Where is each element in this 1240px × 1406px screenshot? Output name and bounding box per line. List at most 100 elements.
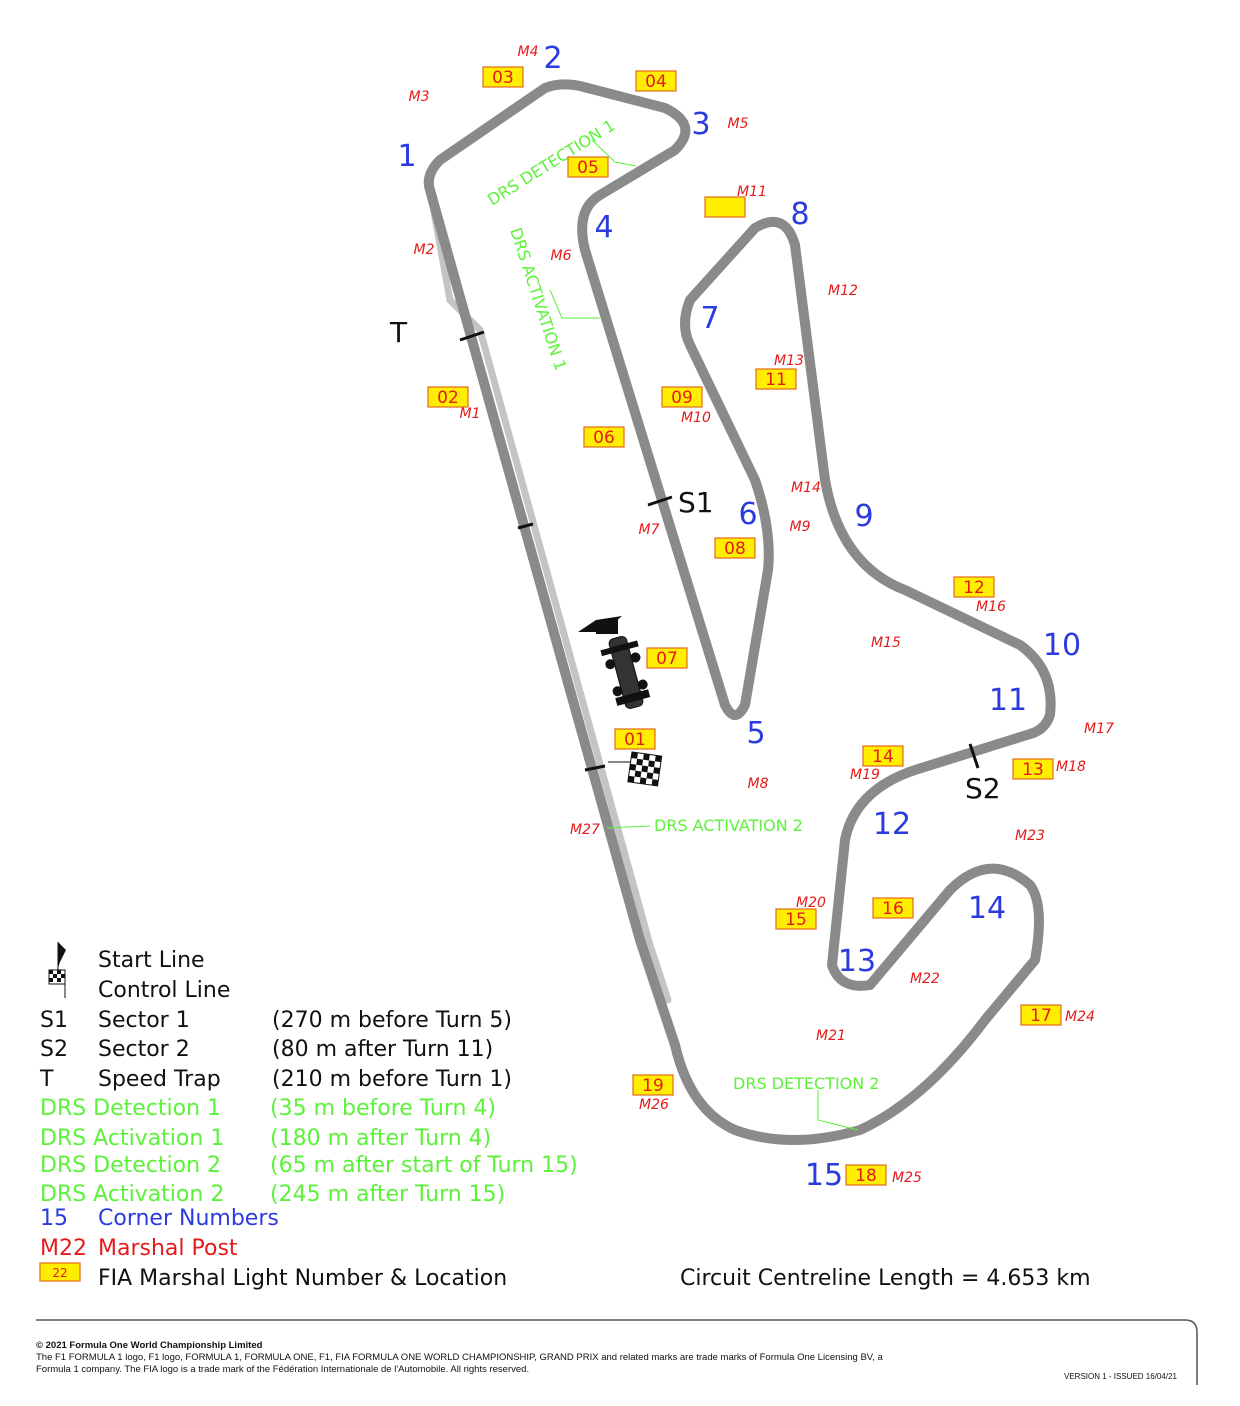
marshal-post: M21 [816,1028,846,1044]
marshal-post: M3 [409,89,430,105]
circuit-length: Circuit Centreline Length = 4.653 km [680,1266,1091,1291]
legend-row: DRS Detection 2(65 m after start of Turn… [40,1153,578,1178]
marshal-light-box [953,576,995,598]
marshal-light-number: 12 [963,578,985,598]
marshal-light: 05 [567,156,609,178]
drs-connectors [549,139,859,1131]
marshal-post: M17 [1084,721,1114,737]
legend-row: 15 Corner Numbers [40,1206,279,1231]
marshal-light-number: 08 [724,539,746,559]
start-line-marker [578,616,651,709]
marshal-light-box [635,70,677,92]
legend-symbol: DRS Activation 2 [40,1182,224,1207]
marshal-light: 01 [614,728,656,750]
marshal-post: M25 [892,1170,922,1186]
drs-activation-2-label: DRS ACTIVATION 2 [654,816,803,835]
corner-number: 15 [805,1158,843,1193]
marshal-light-box [775,908,817,930]
marshal-light-number: 14 [872,747,894,767]
marshal-light-box [646,647,688,669]
marshal-light-box [862,745,904,767]
marshal-light-number: 03 [492,68,514,88]
legend-description: (35 m before Turn 4) [270,1096,496,1121]
marshal-post: M16 [976,599,1006,615]
marshal-post: M15 [871,635,901,651]
marshal-light: 09 [661,386,703,408]
start-flag-icon [58,942,66,968]
legend-symbol: 15 [40,1206,68,1231]
marshal-post: M22 [910,971,940,987]
corner-number: 5 [746,716,765,751]
f1-car-icon [600,635,651,709]
marshal-post: M19 [850,767,880,783]
footer-divider [36,1319,1198,1385]
marshal-light-number: 11 [765,370,787,390]
legend-name: Sector 2 [98,1037,190,1062]
legend-description: (270 m before Turn 5) [272,1008,512,1033]
marshal-light: 02 [427,386,469,408]
marshal-light: 04 [635,70,677,92]
timing-lines [459,330,980,772]
legend-row: Control Line [48,969,230,1003]
legend-name: Start Line [98,948,205,973]
marshal-light-number: 07 [656,649,678,669]
corner-number: 10 [1043,628,1081,663]
legend-row: M22 Marshal Post [40,1236,238,1261]
marshal-light-number: 19 [642,1076,664,1096]
marshal-light-icon [39,1262,81,1282]
marshal-light-number: 17 [1030,1006,1052,1026]
marshal-light-number: 05 [577,158,599,178]
marshal-light: 14 [862,745,904,767]
marshal-light: 18 [845,1164,887,1186]
corner-number: 1 [397,139,416,174]
legend-description: (180 m after Turn 4) [270,1126,491,1151]
legend-symbol: DRS Detection 1 [40,1096,221,1121]
control-line-marker [608,751,663,787]
marshal-post: M7 [639,522,660,538]
copyright: © 2021 Formula One World Championship Li… [36,1340,263,1351]
corner-number: 3 [691,107,710,142]
legend-name: Sector 1 [98,1008,190,1033]
marshal-post: M14 [791,480,821,496]
marshal-light-number: 18 [855,1166,877,1186]
marshal-light-box [714,537,756,559]
marshal-light-box [427,386,469,408]
legend-row: DRS Activation 2(245 m after Turn 15) [40,1182,505,1207]
corner-number: 4 [594,210,613,245]
marshal-light-box [614,728,656,750]
marshal-post: M4 [518,44,539,60]
chequered-flag-icon [48,969,66,998]
marshal-light: 03 [482,66,524,88]
legend-name: Control Line [98,978,230,1003]
legend-symbol: M22 [40,1236,87,1261]
marshal-light: 15 [775,908,817,930]
marshal-post: M9 [790,519,811,535]
marshal-post: M12 [828,283,858,299]
marshal-light: 19 [632,1074,674,1096]
legend-symbol: S2 [40,1037,68,1062]
legend-row: S2 Sector 2 (80 m after Turn 11) [40,1037,493,1062]
corner-number: 9 [854,499,873,534]
legend-description: (80 m after Turn 11) [272,1037,493,1062]
pit-lane [426,186,672,1004]
marshal-light: 16 [872,897,914,919]
marshal-light-number: 01 [624,730,646,750]
legend-name: Marshal Post [98,1236,238,1261]
marshal-light-number: 04 [645,72,667,92]
marshal-light-number: 06 [593,428,615,448]
legend-row: DRS Detection 1 (35 m before Turn 4) [40,1096,496,1121]
legend-name: Corner Numbers [98,1206,279,1231]
marshal-light [704,196,746,218]
marshal-light-box [583,426,625,448]
legend-symbol: T [39,1067,54,1092]
marshal-light-box [845,1164,887,1186]
legend-name: Speed Trap [98,1067,221,1092]
drs-detection-2-label: DRS DETECTION 2 [733,1074,879,1093]
marshal-post: M2 [414,242,435,258]
marshal-light-box [482,66,524,88]
sector-2-label: S2 [965,772,1001,805]
marshal-post: M27 [570,822,600,838]
marshal-posts: M1M2M3M4M5M6M7M8M9M10M11M12M13M14M15M16M… [409,44,1115,1186]
